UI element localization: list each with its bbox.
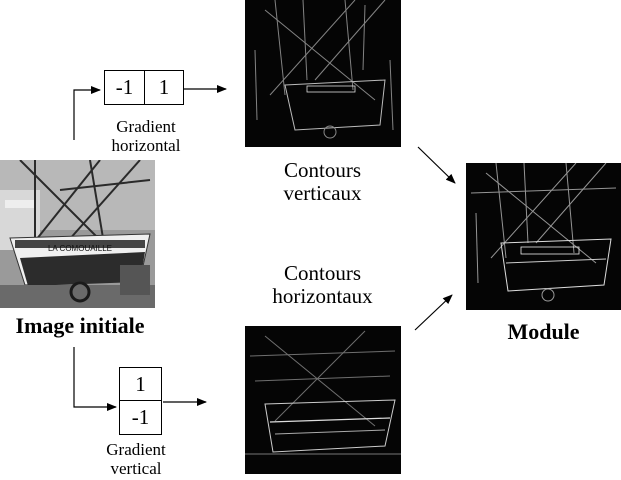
vertical-gradient-kernel: 1 -1 — [119, 367, 162, 435]
vertical-gradient-caption: Gradient vertical — [86, 440, 186, 478]
boat-name-text: LA COMOUAILLE — [48, 244, 112, 253]
horizontal-edges-render — [245, 330, 401, 455]
arrow-to-vertical-kernel — [73, 347, 117, 411]
input-image-caption: Image initiale — [15, 313, 145, 338]
vertical-edges-caption-line1: Contours — [283, 158, 361, 182]
boat-photo: LA COMOUAILLE — [0, 160, 155, 308]
horizontal-kernel-cell-0: -1 — [105, 71, 145, 104]
horizontal-gradient-caption: Gradient horizontal — [90, 117, 202, 155]
vertical-edges-render — [254, 0, 394, 139]
vertical-gradient-caption-line1: Gradient — [106, 440, 166, 459]
arrow-horizontal-edges-to-module — [414, 294, 453, 331]
vertical-gradient-caption-line2: vertical — [110, 458, 162, 478]
vertical-edges-caption: Contours verticaux — [240, 158, 405, 206]
input-image: LA COMOUAILLE — [0, 160, 155, 308]
vertical-kernel-cell-0: 1 — [120, 368, 161, 401]
magnitude-image — [466, 163, 621, 310]
horizontal-edges-caption: Contours horizontaux — [235, 261, 410, 309]
horizontal-edges-caption-line1: Contours — [283, 261, 361, 285]
magnitude-caption: Module — [507, 319, 580, 344]
horizontal-edges-image — [245, 326, 401, 474]
horizontal-kernel-cell-1: 1 — [158, 75, 170, 99]
vertical-edges-caption-line2: verticaux — [283, 181, 362, 206]
vertical-edges-image — [245, 0, 401, 147]
arrow-to-horizontal-kernel — [73, 86, 101, 140]
horizontal-edges-caption-line2: horizontaux — [272, 284, 373, 309]
horizontal-gradient-caption-line2: horizontal — [111, 135, 181, 155]
horizontal-gradient-kernel: -1 1 — [104, 70, 184, 105]
magnitude-render — [470, 163, 617, 302]
vertical-kernel-cell-1: -1 — [131, 405, 150, 429]
arrow-vertical-edges-to-module — [417, 146, 456, 184]
horizontal-gradient-caption-line1: Gradient — [116, 117, 176, 136]
